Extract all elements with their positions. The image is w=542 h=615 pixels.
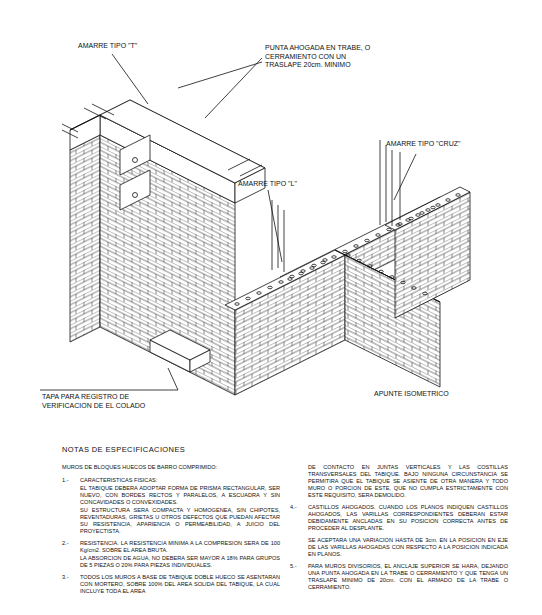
block-hole	[390, 276, 394, 279]
block-hole	[290, 275, 294, 278]
block-hole	[332, 256, 336, 259]
block-hole	[354, 245, 358, 248]
block-hole	[343, 250, 347, 253]
block-hole	[416, 214, 420, 217]
block-hole	[346, 254, 350, 257]
block-hole	[436, 204, 440, 207]
notes-heading: NOTAS DE ESPECIFICACIONES	[62, 446, 185, 455]
callout-label: AMARRE TIPO "T"	[78, 42, 137, 51]
block-hole	[420, 212, 424, 215]
note-text: RESISTENCIA. LA RESISTENCIA MINIMA A LA …	[80, 540, 280, 554]
block-hole	[246, 297, 250, 300]
callout-label: AMARRE TIPO "L"	[238, 180, 297, 189]
block-hole	[323, 259, 327, 262]
notes-subheading: MUROS DE BLOQUES HUECOS DE BARRO COMPRIM…	[62, 464, 280, 471]
block-hole	[406, 219, 410, 222]
note-text: SU ESTRUCTURA SERA COMPACTA Y HOMOGENEA,…	[80, 507, 280, 535]
block-hole	[431, 206, 435, 209]
block-hole	[423, 292, 427, 295]
block-hole	[387, 228, 391, 231]
callout-label: PUNTA AHOGADA EN TRABE, O CERRAMIENTO CO…	[265, 44, 383, 70]
note-text: LA ABSORCION DE AGUA, NO DEBERA SER MAYO…	[80, 555, 280, 569]
block-hole	[235, 303, 239, 306]
block-hole	[379, 270, 383, 273]
note-text: SE ACEPTARA UNA VARIACION HASTA DE 3cm. …	[308, 537, 508, 558]
note-number: 4.-	[290, 504, 297, 511]
callout-label: AMARRE TIPO "CRUZ"	[386, 140, 460, 149]
block-hole	[376, 234, 380, 237]
block-hole	[401, 281, 405, 284]
note-number: 3.-	[62, 574, 69, 581]
note-number: 5.-	[290, 563, 297, 570]
note-text: TODOS LOS MUROS A BASE DE TABIQUE DOBLE …	[80, 574, 280, 595]
block-hole	[312, 264, 316, 267]
block-hole	[456, 194, 460, 197]
callout-label: TAPA PARA REGISTRO DE VERIFICACION DE EL…	[42, 393, 152, 410]
block-hole	[426, 209, 430, 212]
block-hole	[446, 199, 450, 202]
drawing-title: APUNTE ISOMETRICO	[374, 390, 449, 399]
block-hole	[257, 292, 261, 295]
block-hole	[279, 281, 283, 284]
note-text: CARACTERISTICAS FISICAS:	[80, 477, 280, 484]
block-hole	[357, 259, 361, 262]
note-text: CASTILLOS AHOGADOS. CUANDO LOS PLANOS IN…	[308, 504, 508, 532]
block-hole	[268, 286, 272, 289]
note-number: 2.-	[62, 540, 69, 547]
note-text: EL TABIQUE DEBERA ADOPTAR FORMA DE PRISM…	[80, 485, 280, 506]
block-hole	[396, 224, 400, 227]
block-hole	[368, 265, 372, 268]
block-hole	[301, 270, 305, 273]
note-text: DE CONTACTO EN JUNTAS VERTICALES Y LAS C…	[308, 464, 508, 499]
note-number: 1.-	[62, 477, 69, 484]
block-hole	[365, 239, 369, 242]
block-hole	[412, 287, 416, 290]
note-text: PARA MUROS DIVISORIOS, EL ANCLAJE SUPERI…	[308, 563, 508, 591]
